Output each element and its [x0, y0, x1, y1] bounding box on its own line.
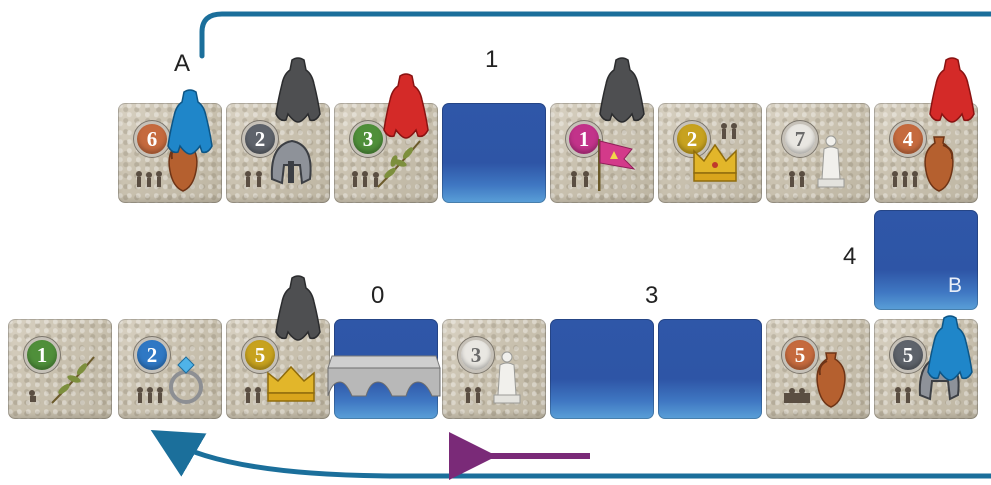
- figures-icon: [465, 387, 481, 403]
- tile-sea-b[interactable]: B: [874, 210, 978, 310]
- flag-icon: [598, 139, 636, 191]
- crown-icon: [693, 143, 737, 182]
- coin-value: 2: [242, 121, 278, 157]
- blue-pawn[interactable]: [164, 88, 216, 158]
- figures-icon: [789, 171, 805, 187]
- figures-icon: [895, 387, 911, 403]
- coin-value: 1: [24, 337, 60, 373]
- tile-top-4-sea[interactable]: [442, 103, 546, 203]
- grey-pawn[interactable]: [272, 56, 324, 126]
- tile-top-6[interactable]: 2: [658, 103, 762, 203]
- coin-value: 2: [674, 121, 710, 157]
- figures-icon: [784, 388, 810, 403]
- statue-icon: [817, 135, 845, 188]
- amphora-icon: [816, 352, 846, 408]
- figures-icon: [892, 171, 918, 187]
- figures-icon: [571, 171, 589, 187]
- figures-icon: [29, 390, 36, 402]
- coin-value: 5: [782, 337, 818, 373]
- coin-value: 5: [890, 337, 926, 373]
- amphora-icon: [924, 136, 954, 192]
- tile-top-7[interactable]: 7: [766, 103, 870, 203]
- tile-bottom-8[interactable]: 5: [766, 319, 870, 419]
- coin-value: 4: [890, 121, 926, 157]
- figures-icon: [137, 387, 163, 403]
- grey-pawn[interactable]: [272, 274, 324, 344]
- top-track-arrow: [199, 11, 991, 59]
- ring-icon: [169, 356, 203, 404]
- figures-icon: [352, 171, 379, 187]
- label-three: 3: [645, 282, 659, 309]
- figures-icon: [245, 387, 261, 403]
- label-b: B: [947, 274, 962, 297]
- coin-value: 3: [350, 121, 386, 157]
- label-zero: 0: [371, 282, 385, 309]
- bridge-icon: [327, 355, 441, 397]
- label-four: 4: [843, 243, 857, 270]
- red-pawn[interactable]: [926, 56, 978, 126]
- coin-value: 5: [242, 337, 278, 373]
- helmet-icon: [270, 139, 312, 185]
- tile-bottom-7-sea[interactable]: [658, 319, 762, 419]
- label-one: 1: [485, 46, 499, 73]
- bottom-track-arrow: [150, 429, 991, 479]
- olive-branch-icon: [51, 356, 95, 404]
- tile-top-8[interactable]: 4: [874, 103, 978, 203]
- crown-icon: [267, 365, 315, 402]
- label-a: A: [174, 50, 191, 77]
- figures-icon: [721, 123, 737, 139]
- tile-bottom-2[interactable]: 2: [118, 319, 222, 419]
- coin-value: 7: [782, 121, 818, 157]
- coin-value: 3: [458, 337, 494, 373]
- figures-icon: [136, 171, 162, 187]
- statue-icon: [493, 351, 521, 404]
- tile-top-2[interactable]: 2: [226, 103, 330, 203]
- olive-branch-icon: [377, 140, 421, 188]
- coin-value: 1: [566, 121, 602, 157]
- tile-bottom-5[interactable]: 3: [442, 319, 546, 419]
- coin-value: 2: [134, 337, 170, 373]
- tile-bottom-6-sea[interactable]: [550, 319, 654, 419]
- blue-pawn[interactable]: [924, 314, 976, 384]
- coin-value: 6: [134, 121, 170, 157]
- tile-bottom-1[interactable]: 1: [8, 319, 112, 419]
- grey-pawn[interactable]: [596, 56, 648, 126]
- figures-icon: [245, 171, 262, 187]
- red-pawn[interactable]: [380, 72, 432, 142]
